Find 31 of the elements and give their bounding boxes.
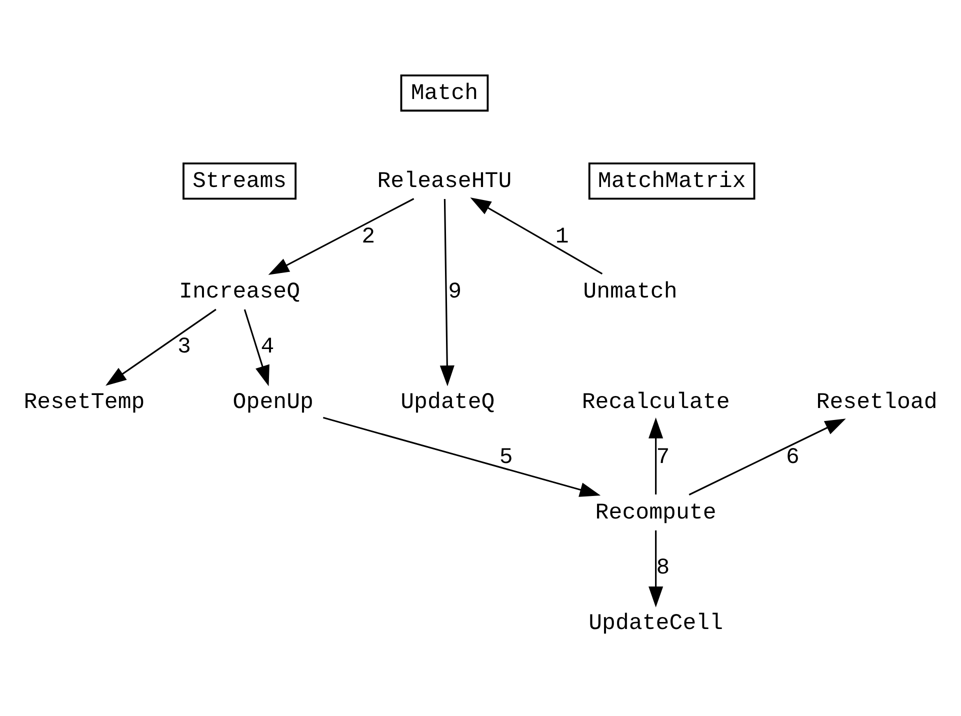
arrow (470, 198, 603, 274)
node-text: Recalculate (582, 388, 730, 415)
node-box: MatchMatrix (588, 162, 756, 200)
edge-label: 7 (656, 444, 670, 470)
node-text: IncreaseQ (179, 278, 300, 304)
edge-label: 6 (786, 444, 800, 470)
node-text: UpdateCell (588, 610, 724, 636)
node-box: Match (400, 74, 489, 112)
edge-label: 4 (260, 334, 274, 360)
arrow (648, 530, 664, 608)
edge-label: 1 (555, 223, 569, 250)
edge-label: 9 (448, 278, 462, 304)
node-text: ReleaseHTU (377, 168, 512, 194)
edge-label: 3 (178, 334, 192, 360)
arrow (322, 416, 601, 497)
edge-label: 8 (656, 554, 670, 581)
node-text: UpdateQ (400, 388, 495, 415)
arrow (244, 309, 270, 386)
edge-label: 2 (362, 223, 376, 250)
arrow (268, 198, 414, 275)
arrow (440, 199, 454, 386)
node-text: ResetTemp (24, 388, 145, 415)
node-text: OpenUp (232, 388, 314, 415)
node-text: Recompute (595, 499, 716, 526)
node-text: Unmatch (583, 278, 678, 304)
edge-label: 5 (499, 444, 513, 470)
node-box: Streams (182, 162, 297, 200)
arrow (106, 308, 216, 386)
node-text: Resetload (816, 388, 938, 415)
arrow (688, 418, 846, 496)
arrow (648, 418, 664, 494)
